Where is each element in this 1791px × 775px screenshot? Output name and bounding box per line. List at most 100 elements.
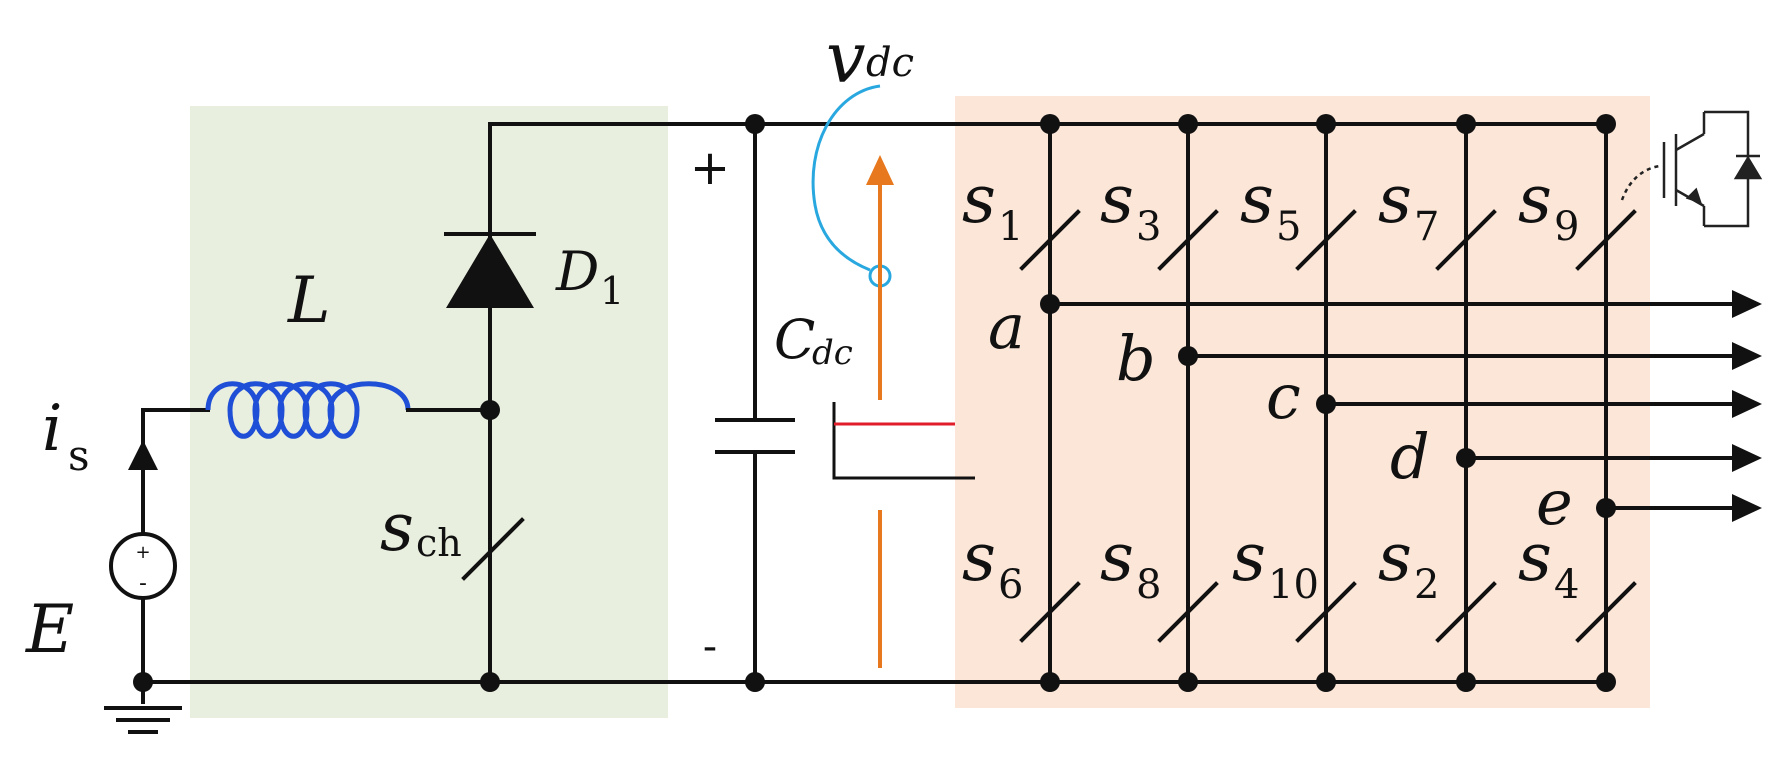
output-arrow-icon	[1732, 444, 1762, 472]
bottom-switch-label: s	[1232, 519, 1266, 596]
top-switch-subscript: 3	[1136, 204, 1161, 250]
bottom-switch-symbol	[1295, 581, 1357, 643]
bottom-switch-subscript: 10	[1268, 562, 1319, 608]
top-switch-label: s	[1100, 161, 1134, 238]
top-switch-symbol	[1157, 209, 1219, 271]
bottom-switch-label: s	[1100, 519, 1134, 596]
top-switch-subscript: 1	[998, 204, 1023, 250]
junction-node	[1316, 394, 1336, 414]
bottom-switch-subscript: 8	[1136, 562, 1161, 608]
junction-node	[1596, 498, 1616, 518]
top-switch-symbol	[1295, 209, 1357, 271]
junction-node	[1040, 294, 1060, 314]
current-arrow-icon	[128, 440, 158, 470]
inductor	[205, 381, 492, 439]
junction-node	[1178, 346, 1198, 366]
current-label: i s	[42, 392, 90, 480]
junction-node	[745, 672, 765, 692]
vdc-loop	[811, 84, 881, 272]
inductor-label: L	[287, 264, 331, 338]
bottom-switch-subscript: 4	[1554, 562, 1579, 608]
phase-label: e	[1536, 466, 1573, 539]
bottom-switch-symbol	[1157, 581, 1219, 643]
junction-node	[1178, 114, 1198, 134]
vdc-arrow-head-icon	[866, 155, 894, 185]
junction-node	[1316, 114, 1336, 134]
minus-sign: -	[703, 624, 717, 670]
top-switch-label: s	[1240, 161, 1274, 238]
svg-text:dc: dc	[812, 333, 853, 373]
bottom-switch-subscript: 2	[1414, 562, 1439, 608]
output-arrow-icon	[1732, 342, 1762, 370]
phase-label: b	[1116, 322, 1156, 395]
capacitor-detail	[832, 402, 975, 480]
junction-node	[1040, 114, 1060, 134]
bottom-switch-label: s	[1518, 519, 1552, 596]
top-switch-symbol	[1019, 209, 1081, 271]
dc-link-capacitor	[715, 122, 795, 684]
junction-node	[1456, 672, 1476, 692]
dc-source-branch: + -	[104, 408, 210, 734]
svg-text:s: s	[68, 431, 90, 480]
plus-sign: +	[690, 140, 730, 196]
bottom-switch-label: s	[1378, 519, 1412, 596]
svg-text:v: v	[826, 17, 866, 99]
output-arrow-icon	[1732, 290, 1762, 318]
output-arrow-icon	[1732, 390, 1762, 418]
top-switch-symbol	[1435, 209, 1497, 271]
dc-source-symbol	[109, 532, 177, 600]
bottom-switch-symbol	[1019, 581, 1081, 643]
svg-text:ch: ch	[416, 521, 462, 565]
junction-node	[1596, 114, 1616, 134]
top-switch-label: s	[1518, 161, 1552, 238]
junction-node	[1596, 672, 1616, 692]
junction-node	[480, 400, 500, 420]
source-minus-sign: -	[139, 571, 147, 596]
svg-text:dc: dc	[866, 40, 914, 86]
junction-node	[480, 672, 500, 692]
svg-text:1: 1	[600, 269, 624, 313]
chopper-label: s ch	[380, 489, 462, 566]
igbt-icon	[1620, 110, 1763, 228]
svg-text:i: i	[42, 392, 62, 466]
vdc-annotation	[811, 84, 894, 668]
top-switch-symbol	[1575, 209, 1637, 271]
source-label: E	[25, 591, 74, 668]
top-switch-subscript: 7	[1414, 204, 1439, 250]
top-switch-subscript: 5	[1276, 204, 1301, 250]
capacitor-label: C dc	[774, 308, 853, 373]
diode-symbol	[446, 234, 534, 308]
svg-text:C: C	[774, 308, 815, 371]
junction-node	[1456, 114, 1476, 134]
junction-node	[745, 114, 765, 134]
bottom-switch-label: s	[962, 519, 996, 596]
output-arrow-icon	[1732, 494, 1762, 522]
junction-node	[133, 672, 153, 692]
junction-node	[1456, 448, 1476, 468]
source-plus-sign: +	[135, 542, 150, 563]
diode-label: D 1	[555, 240, 624, 313]
top-switch-label: s	[1378, 161, 1412, 238]
voltage-label: v dc	[826, 17, 914, 99]
phase-label: a	[988, 290, 1025, 363]
phase-label: c	[1266, 360, 1301, 433]
bottom-switch-symbol	[1575, 581, 1637, 643]
top-switch-subscript: 9	[1554, 204, 1579, 250]
bottom-switch-symbol	[1435, 581, 1497, 643]
junction-node	[1316, 672, 1336, 692]
svg-text:D: D	[555, 240, 599, 303]
junction-node	[1040, 672, 1060, 692]
phase-label: d	[1390, 420, 1430, 493]
svg-text:s: s	[380, 489, 414, 566]
bottom-switch-subscript: 6	[998, 562, 1023, 608]
top-switch-label: s	[962, 161, 996, 238]
inductor-coil	[205, 381, 411, 439]
junction-node	[1178, 672, 1198, 692]
